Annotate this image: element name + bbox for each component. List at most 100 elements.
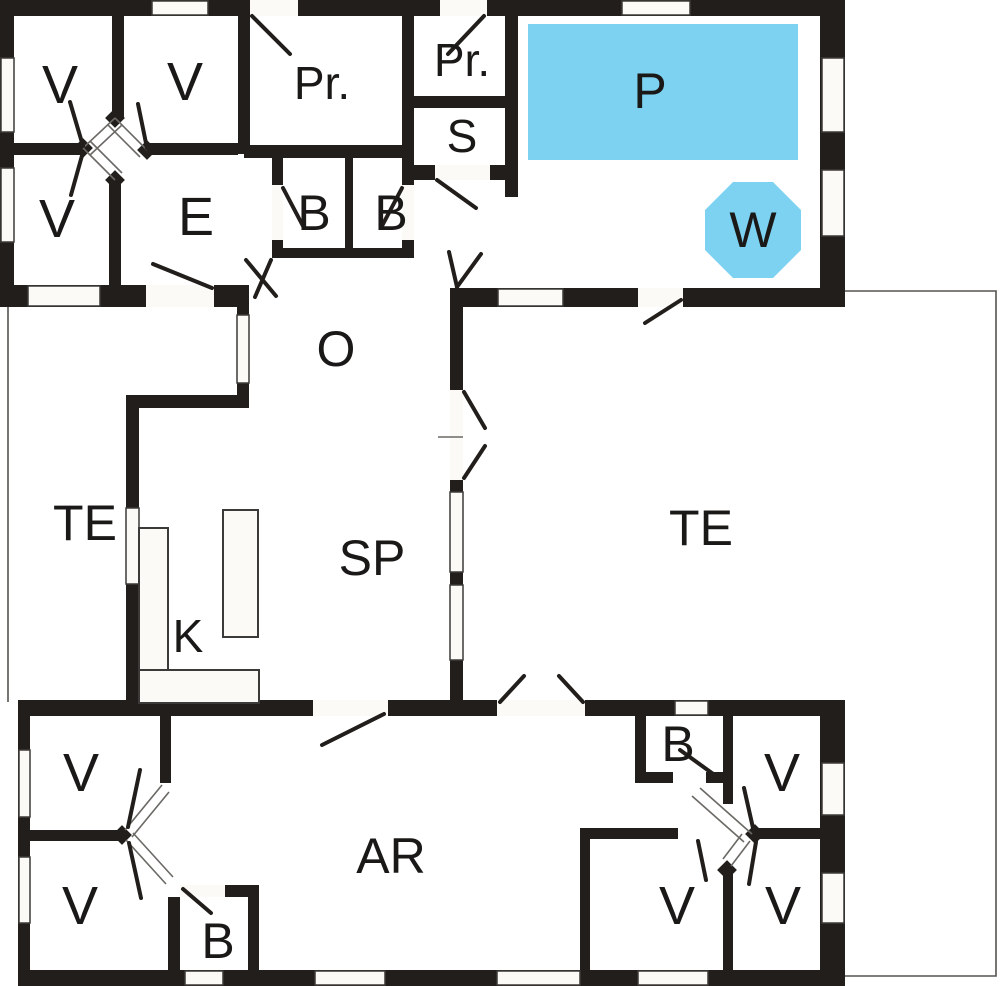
door-swing [253,258,273,299]
door-channel [89,124,123,156]
door-swings [68,14,758,915]
room-label-sp: SP [339,530,406,586]
door-gap [435,165,490,180]
wall-segment [126,395,249,408]
wall-segment [30,830,118,841]
window [151,0,209,16]
door-swing [380,186,404,228]
room-label-o: O [317,321,356,377]
wall-segment [723,716,733,804]
door-channel [722,833,743,860]
window [821,872,845,924]
wall-segment [248,885,259,970]
room-label-p: P [633,63,666,119]
wall-segment [112,14,124,118]
door-channel [124,784,163,831]
window [637,970,709,986]
window [821,169,845,237]
room-label-b-3: B [201,913,234,969]
door-swing [455,252,483,289]
room-label-v-4: V [63,743,99,803]
wall-segment [160,716,171,783]
room-label-e: E [178,187,214,247]
wall-segment [345,158,353,258]
wall-segment [580,828,678,839]
door-channel [131,791,170,838]
door-gap [250,0,298,16]
room-label-b-2: B [374,185,407,241]
door-gap [450,390,463,480]
window [27,285,101,307]
room-label-te-left: TE [53,495,117,551]
room-label-v-8: V [765,876,801,936]
kitchen-counters [138,509,260,704]
kitchen-island [222,509,259,638]
door-swing [696,839,708,882]
door-gap [440,0,487,16]
window [821,57,845,133]
door-channel [82,117,116,149]
wall-segment [723,874,733,970]
wall-segment [820,0,845,302]
window [0,57,15,133]
door-swing [181,887,213,915]
wall-segment [450,288,463,390]
room-label-v-6: V [764,743,800,803]
door-channels [82,117,753,885]
door-swing [68,100,85,148]
door-swing [678,748,718,778]
room-label-pr-2: Pr. [434,34,490,86]
wall-segment [12,143,82,155]
door-swing [127,841,143,900]
door-swing [250,14,292,56]
window [496,970,581,986]
door-channel [114,117,148,151]
door-swing [126,768,142,829]
wall-segment [505,0,518,197]
door-gap [146,285,214,307]
wall-segment [0,0,14,307]
wall-segment [238,14,250,154]
window [0,167,15,243]
door-swing [435,178,478,210]
wall-segment [635,772,673,783]
room-label-ar: AR [356,828,425,884]
terrace-right-border [845,290,997,977]
door-swing [151,262,214,290]
room-label-te-right: TE [669,500,733,556]
kitchen-counter [138,527,169,673]
door-gaps [146,0,683,897]
door-gap [313,700,388,716]
door-swing [557,674,585,704]
door-swing [462,444,487,480]
terrace-borders [7,290,997,977]
window [449,584,464,661]
kitchen-counter [138,669,260,704]
door-channel [125,839,167,885]
wall-segment [168,897,180,970]
door-swing [136,102,149,150]
whirlpool-icon [705,182,801,278]
wall-segment [244,145,406,158]
wall-segment [758,828,840,839]
wall-segment [635,716,646,780]
room-label-s: S [447,110,478,162]
door-channel [89,140,123,174]
wall-segment [147,143,238,155]
door-channel [132,832,174,878]
door-gap [402,185,414,240]
door-gap [497,700,585,716]
window [314,970,386,986]
water-features [528,24,801,278]
door-swing [643,298,683,325]
door-channel [699,787,753,835]
window [621,0,691,16]
wall-segment [272,248,414,258]
door-channel [730,840,751,867]
door-swing [447,250,459,289]
room-label-k: K [173,610,204,662]
room-label-v-5: V [62,876,98,936]
window [449,491,464,573]
